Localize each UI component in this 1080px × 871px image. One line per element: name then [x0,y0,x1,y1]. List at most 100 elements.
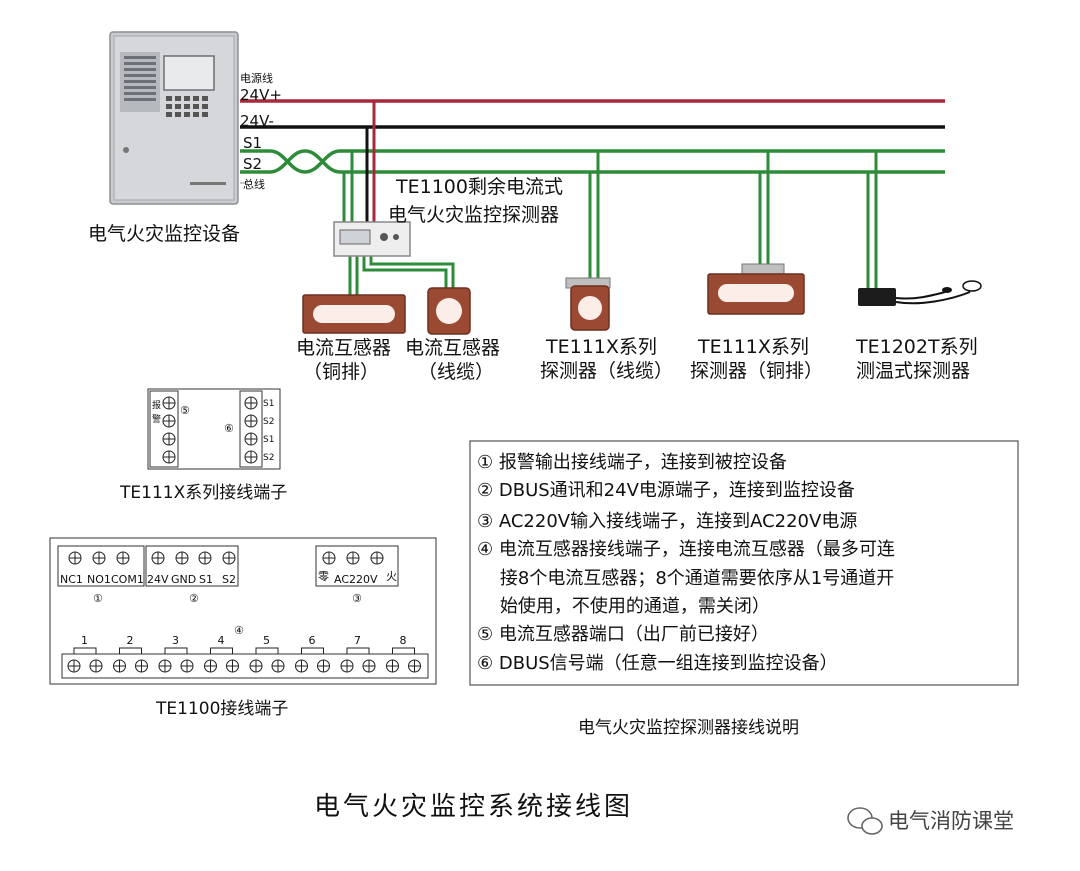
channel-number: 5 [263,634,270,647]
s1-label: S1 [243,134,262,152]
te111x-terminal-caption: TE111X系列接线端子 [119,483,287,503]
channel-number: 8 [400,634,407,647]
te111x-alarm-mark-1: 报 [152,399,161,411]
te1100-top-screws [68,551,384,565]
te1100-no1: NO1 [87,573,111,586]
notes-lines: ① 报警输出接线端子，连接到被控设备 ② DBUS通讯和24V电源端子，连接到监控… [477,452,895,674]
te1100-24v: 24V [147,573,169,586]
terminal-screw [162,414,176,428]
te111x-cable-wires [588,151,600,280]
bus-lines [240,99,945,184]
plus24-label: 24V+ [240,86,282,104]
channel-screw [67,659,81,673]
note-line: ② DBUS通讯和24V电源端子，连接到监控设备 [477,480,855,501]
te111x-s2-b: S2 [263,453,274,463]
te111x-circle-5: ⑤ [180,404,190,417]
terminal-screw [151,551,165,565]
te111x-cable-label-2: 探测器（线缆） [540,360,673,382]
terminal-screw [162,432,176,446]
channel-screw [271,659,285,673]
te111x-busbar-label-1: TE111X系列 [697,336,809,358]
ct-cable-label-2: （线缆） [418,361,494,383]
channel-screw [408,659,421,673]
te1100-neutral: 零 [318,570,329,583]
note-line: ① 报警输出接线端子，连接到被控设备 [477,452,787,473]
te1100-live: 火 [386,570,397,583]
s2-label: S2 [243,155,262,173]
channel-screw [135,659,148,673]
channel-screw [226,659,239,673]
te1100-detector [333,221,411,257]
terminal-screw [116,551,130,565]
te1100-com1: COM1 [111,573,144,586]
channel-bracket [301,647,324,654]
te111x-s2-a: S2 [263,417,274,427]
terminal-screw [198,551,212,565]
watermark-text: 电气消防课堂 [888,809,1014,833]
monitor-label: 电气火灾监控设备 [88,223,240,245]
channel-bracket [255,647,279,654]
terminal-screw [244,432,258,446]
terminal-screw [244,414,258,428]
note-line: ⑤ 电流互感器端口（出厂前已接好） [477,624,769,645]
channel-screw [317,659,330,673]
channel-bracket [119,647,142,654]
te111x-right-screws [244,396,258,464]
note-line: ④ 电流互感器接线端子，连接电流互感器（最多可连 [477,539,895,560]
te1100-s2: S2 [222,573,236,586]
bus-line-label: 总线 [243,177,265,191]
note-line: 接8个电流互感器；8个通道需要依序从1号通道开 [477,568,894,589]
channel-number: 3 [172,634,179,647]
channel-bracket [164,647,188,654]
te111x-cable-device [565,277,611,331]
channel-bracket [346,647,370,654]
te111x-circle-6: ⑥ [224,422,234,435]
te1202t-wires [866,151,878,288]
terminal-screw [175,551,189,565]
te111x-alarm-mark-2: 警 [152,413,161,425]
channel-screw [113,659,126,673]
monitor-cabinet [109,31,239,205]
ct-busbar-label-2: （铜排） [303,361,379,383]
ct-busbar [302,294,406,334]
te1100-group4-num: ④ [234,624,244,637]
te1100-drop-wires [342,101,455,300]
channel-bracket [392,647,415,654]
channel-number: 7 [354,634,361,647]
terminal-screw [244,396,258,410]
channel-number: 2 [127,634,134,647]
channel-number: 6 [309,634,316,647]
te1100-s1: S1 [199,573,213,586]
te1100-bottom-screws [67,647,421,673]
ct-cable [427,287,471,335]
minus24-label: 24V- [240,112,274,130]
te1100-group2-num: ② [189,592,199,605]
te1202t-label-1: TE1202T系列 [855,336,978,358]
te1100-group3-num: ③ [352,592,362,605]
channel-screw [340,659,354,673]
te111x-busbar-device [707,263,805,315]
te111x-left-screws [162,396,176,464]
channel-screw [386,659,399,673]
te1100-gnd: GND [171,573,196,586]
channel-number: 4 [218,634,225,647]
te1100-group1-num: ① [93,592,103,605]
channel-bracket [210,647,233,654]
terminal-screw [322,551,336,565]
te1100-terminal-block [49,537,437,685]
terminal-screw [68,551,82,565]
channel-bracket [73,647,97,654]
te1100-nc1: NC1 [60,573,83,586]
terminal-screw [162,450,176,464]
te1100-label-line2: 电气火灾监控探测器 [388,204,559,226]
te111x-s1-a: S1 [263,399,274,409]
terminal-screw [92,551,106,565]
note-line: ⑥ DBUS信号端（任意一组连接到监控设备） [477,653,838,674]
note-line: ③ AC220V输入接线端子，连接到AC220V电源 [477,511,857,532]
te1100-label-line1: TE1100剩余电流式 [395,176,563,198]
channel-screw [295,659,308,673]
notes-caption: 电气火灾监控探测器接线说明 [578,718,799,738]
terminal-screw [222,551,236,565]
te111x-s1-b: S1 [263,435,274,445]
